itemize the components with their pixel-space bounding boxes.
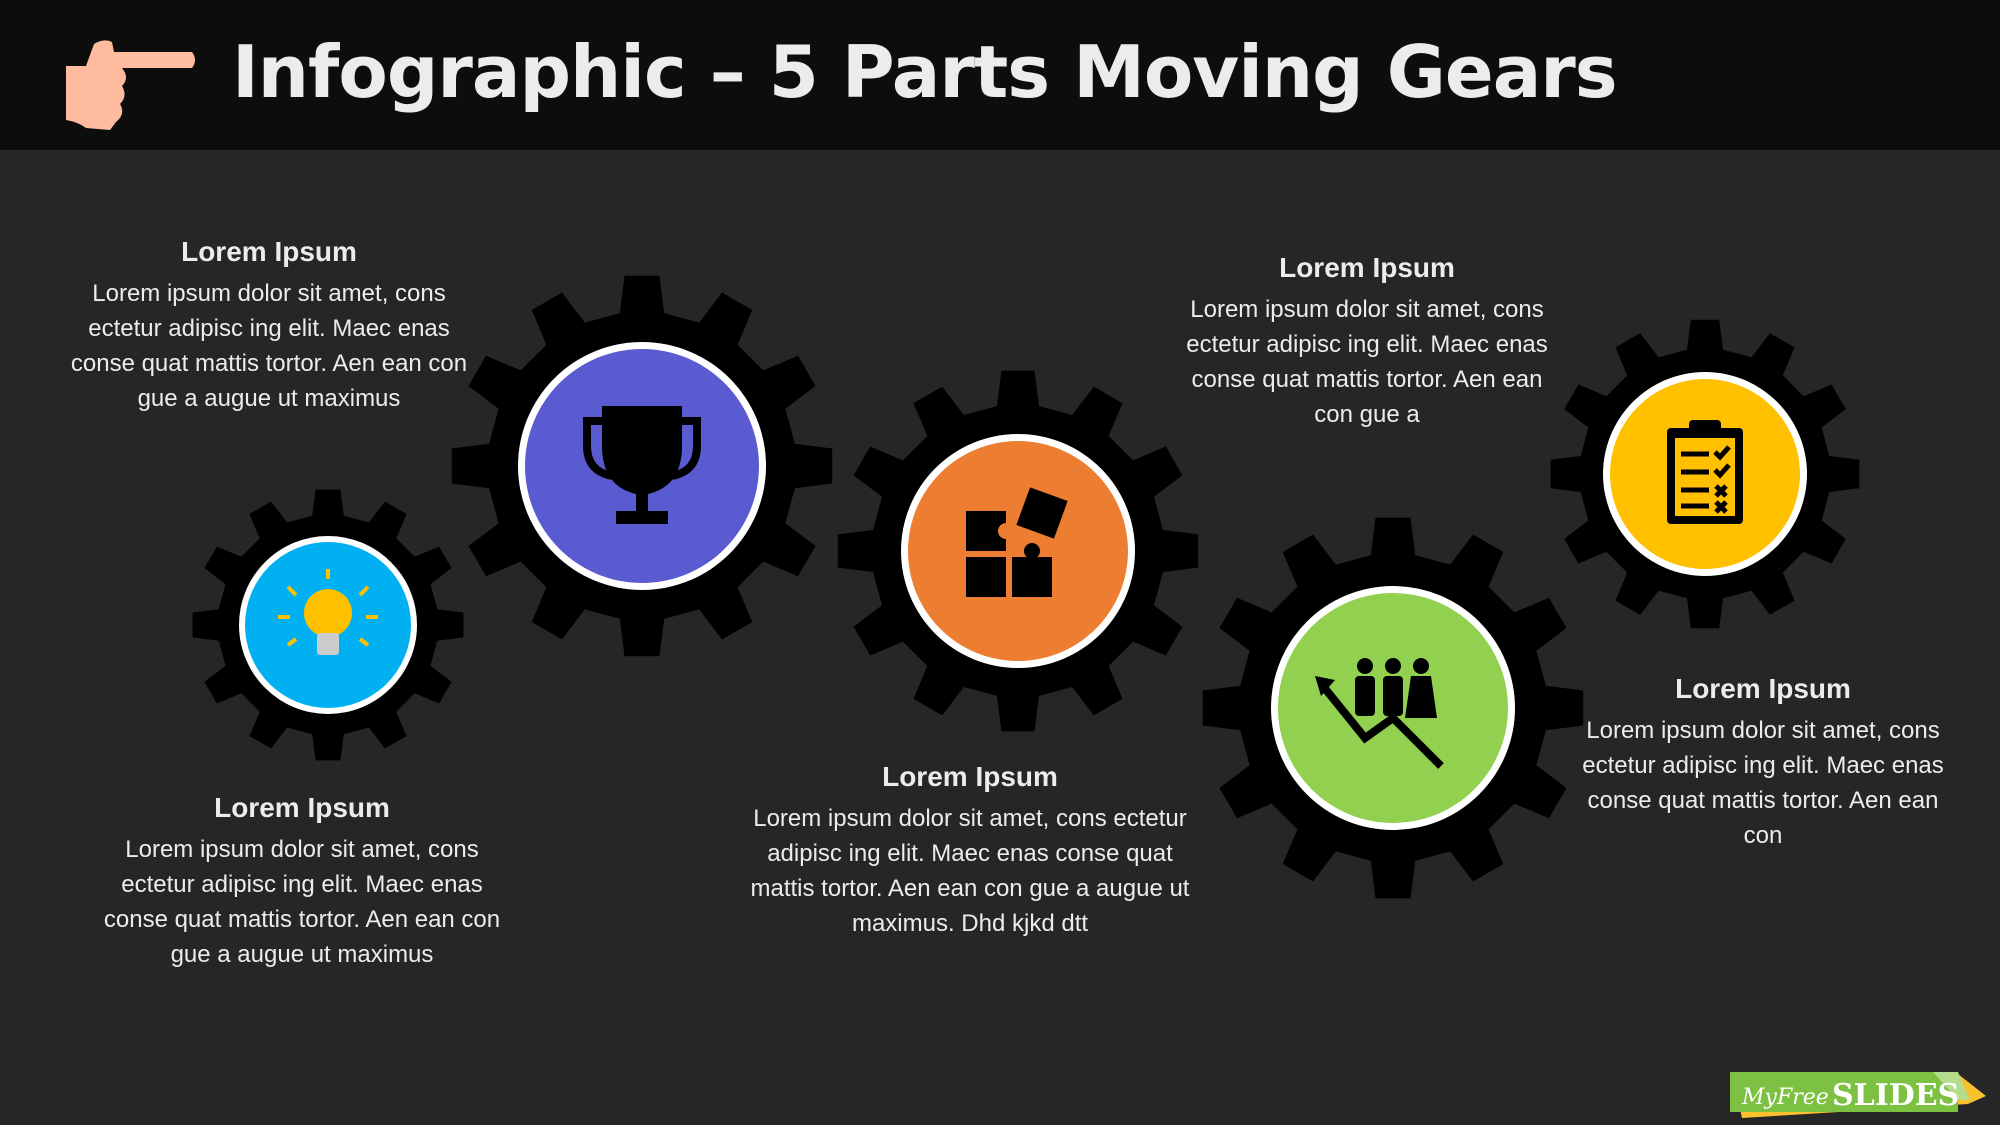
lightbulb-icon bbox=[278, 569, 378, 655]
team-growth-icon bbox=[1315, 658, 1444, 769]
step-body: Lorem ipsum dolor sit amet, cons ectetur… bbox=[1582, 717, 1944, 849]
gear-2 bbox=[451, 275, 833, 657]
gear-4 bbox=[1202, 517, 1584, 899]
gear-5 bbox=[1550, 319, 1860, 629]
trophy-icon bbox=[583, 406, 701, 524]
step-body: Lorem ipsum dolor sit amet, cons ectetur… bbox=[1186, 296, 1548, 428]
puzzle-icon bbox=[966, 487, 1068, 597]
svg-text:MyFree: MyFree bbox=[1741, 1085, 1829, 1110]
gear-3 bbox=[837, 370, 1199, 732]
myfreeslides-logo: MyFree SLIDES bbox=[1730, 1072, 1986, 1118]
step-title: Lorem Ipsum bbox=[214, 792, 390, 823]
step-title: Lorem Ipsum bbox=[181, 236, 357, 267]
clipboard-checklist-icon bbox=[1667, 420, 1743, 524]
step-body: Lorem ipsum dolor sit amet, cons ectetur… bbox=[103, 836, 501, 968]
step-title: Lorem Ipsum bbox=[882, 761, 1058, 792]
svg-text:SLIDES: SLIDES bbox=[1832, 1078, 1959, 1113]
step-title: Lorem Ipsum bbox=[1279, 252, 1455, 283]
gear-1 bbox=[192, 489, 464, 761]
step-title: Lorem Ipsum bbox=[1675, 673, 1851, 704]
page-title: Infographic – 5 Parts Moving Gears bbox=[232, 30, 1618, 114]
step-body: Lorem ipsum dolor sit amet, cons ectetur… bbox=[750, 805, 1190, 937]
header-bar: Infographic – 5 Parts Moving Gears bbox=[0, 0, 2000, 150]
step-body: Lorem ipsum dolor sit amet, cons ectetur… bbox=[70, 280, 468, 412]
pointing-hand-icon bbox=[66, 40, 195, 130]
